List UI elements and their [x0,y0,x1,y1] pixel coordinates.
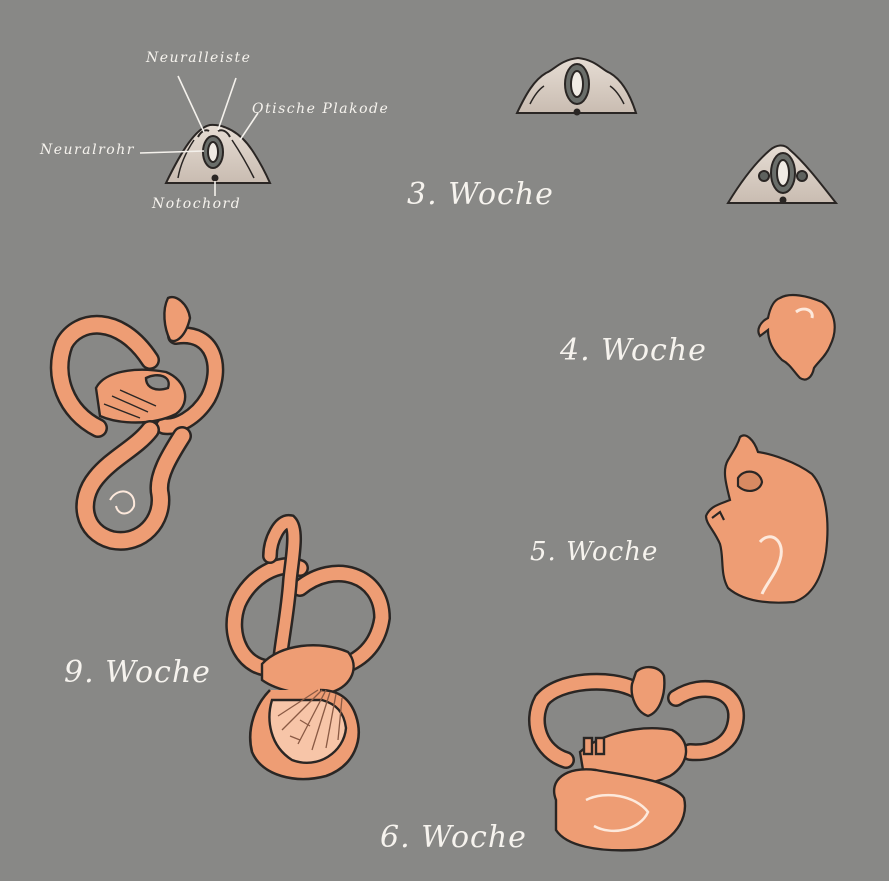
stage-label-week4: 4. Woche [560,333,707,368]
stage-label-week3: 3. Woche [407,177,554,212]
otic-vesicle [797,171,807,181]
labyrinth-week6 [537,667,736,850]
label-neuralleiste: Neuralleiste [146,50,251,66]
otic-vesicle [759,171,769,181]
stage-label-week9: 9. Woche [64,655,211,690]
stage-label-week6: 6. Woche [380,820,527,855]
otocyst-week5 [706,435,827,602]
otocyst-week4 [758,295,834,380]
label-neuralrohr: Neuralrohr [40,142,135,158]
cross-section-2 [517,58,636,115]
labyrinth-week9 [234,522,382,779]
label-notochord: Notochord [152,196,241,212]
label-otische-plakode: Otische Plakode [252,101,389,117]
stage-label-week5: 5. Woche [530,537,658,567]
cross-section-3 [728,145,836,203]
labyrinth-large-upper [60,297,216,541]
cross-section-1 [166,125,270,183]
notochord-dot [213,176,218,181]
